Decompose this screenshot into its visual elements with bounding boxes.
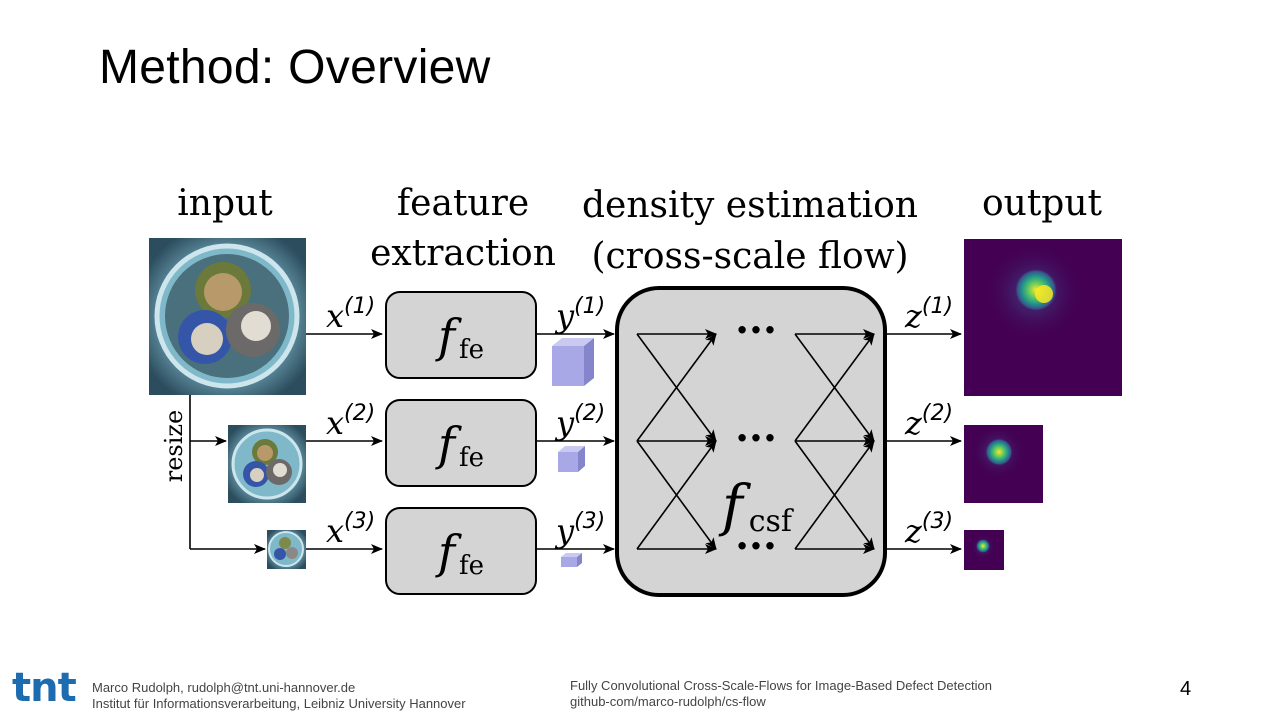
y-sup-2: (2) xyxy=(574,401,605,426)
y-label-3: y xyxy=(554,512,575,550)
svg-text:x(1): x(1) xyxy=(326,294,375,335)
fe-blocks xyxy=(385,291,537,595)
x-label-3: x xyxy=(326,512,344,550)
svg-text:y(3): y(3) xyxy=(554,509,605,550)
paper-info: Fully Convolutional Cross-Scale-Flows fo… xyxy=(570,678,992,710)
csf-ellipsis-3: ··· xyxy=(735,523,777,570)
fe-block-3 xyxy=(385,507,537,595)
header-feature-line2: extraction xyxy=(370,233,556,274)
input-image-scale2 xyxy=(228,425,306,503)
y-sup-1: (1) xyxy=(574,294,605,319)
svg-text:z(1): z(1) xyxy=(904,294,953,335)
csf-sub: csf xyxy=(749,504,794,539)
author-info: Marco Rudolph, rudolph@tnt.uni-hannover.… xyxy=(92,680,466,712)
csf-ellipsis-2: ··· xyxy=(735,415,777,462)
header-input: input xyxy=(177,183,273,224)
feature-cube-1 xyxy=(552,338,594,386)
z-sup-3: (3) xyxy=(922,509,953,534)
output-heatmap-1 xyxy=(964,239,1122,396)
header-density-line2: (cross-scale flow) xyxy=(591,236,908,277)
svg-text:y(1): y(1) xyxy=(554,294,605,335)
x-sup-3: (3) xyxy=(344,509,375,534)
x-label-1: x xyxy=(326,297,344,335)
author-line2: Institut für Informationsverarbeitung, L… xyxy=(92,696,466,711)
z-sup-2: (2) xyxy=(922,401,953,426)
fe-sub-1: fe xyxy=(459,335,484,365)
fe-sub-3: fe xyxy=(459,551,484,581)
svg-text:y(2): y(2) xyxy=(554,401,605,442)
input-image-scale1 xyxy=(149,238,306,395)
input-image-scale3 xyxy=(267,530,306,569)
header-density-line1: density estimation xyxy=(582,185,918,226)
tnt-logo: tnt xyxy=(12,665,77,711)
page-number: 4 xyxy=(1180,678,1192,700)
fe-block-1 xyxy=(385,291,537,379)
y-label-1: y xyxy=(554,297,575,335)
x-label-2: x xyxy=(326,404,344,442)
output-heatmap-2 xyxy=(964,425,1043,503)
y-label-2: y xyxy=(554,404,575,442)
csf-inner-connections xyxy=(636,329,875,554)
svg-text:x(2): x(2) xyxy=(326,401,375,442)
paper-title: Fully Convolutional Cross-Scale-Flows fo… xyxy=(570,678,992,693)
z-label-2: z xyxy=(904,404,923,442)
y-sup-3: (3) xyxy=(574,509,605,534)
resize-label: resize xyxy=(160,410,188,483)
svg-text:z(3): z(3) xyxy=(904,509,953,550)
header-feature-line1: feature xyxy=(397,183,529,224)
x-sup-2: (2) xyxy=(344,401,375,426)
paper-repo: github-com/marco-rudolph/cs-flow xyxy=(570,694,766,709)
fe-sub-2: fe xyxy=(459,443,484,473)
feature-cube-2 xyxy=(558,446,585,472)
svg-text:x(3): x(3) xyxy=(326,509,375,550)
output-heatmap-3 xyxy=(964,530,1004,570)
resize-branch xyxy=(189,395,266,554)
z-sup-1: (1) xyxy=(922,294,953,319)
z-label-1: z xyxy=(904,297,923,335)
x-arrows xyxy=(306,329,383,554)
fe-block-2 xyxy=(385,399,537,487)
slide-title: Method: Overview xyxy=(99,41,491,94)
x-sup-1: (1) xyxy=(344,294,375,319)
svg-text:z(2): z(2) xyxy=(904,401,953,442)
feature-cube-3 xyxy=(561,553,582,567)
z-arrows xyxy=(885,329,962,554)
z-label-3: z xyxy=(904,512,923,550)
author-line1: Marco Rudolph, rudolph@tnt.uni-hannover.… xyxy=(92,680,356,695)
y-arrows xyxy=(536,329,615,554)
csf-ellipsis-1: ··· xyxy=(735,307,777,354)
header-output: output xyxy=(982,183,1103,224)
